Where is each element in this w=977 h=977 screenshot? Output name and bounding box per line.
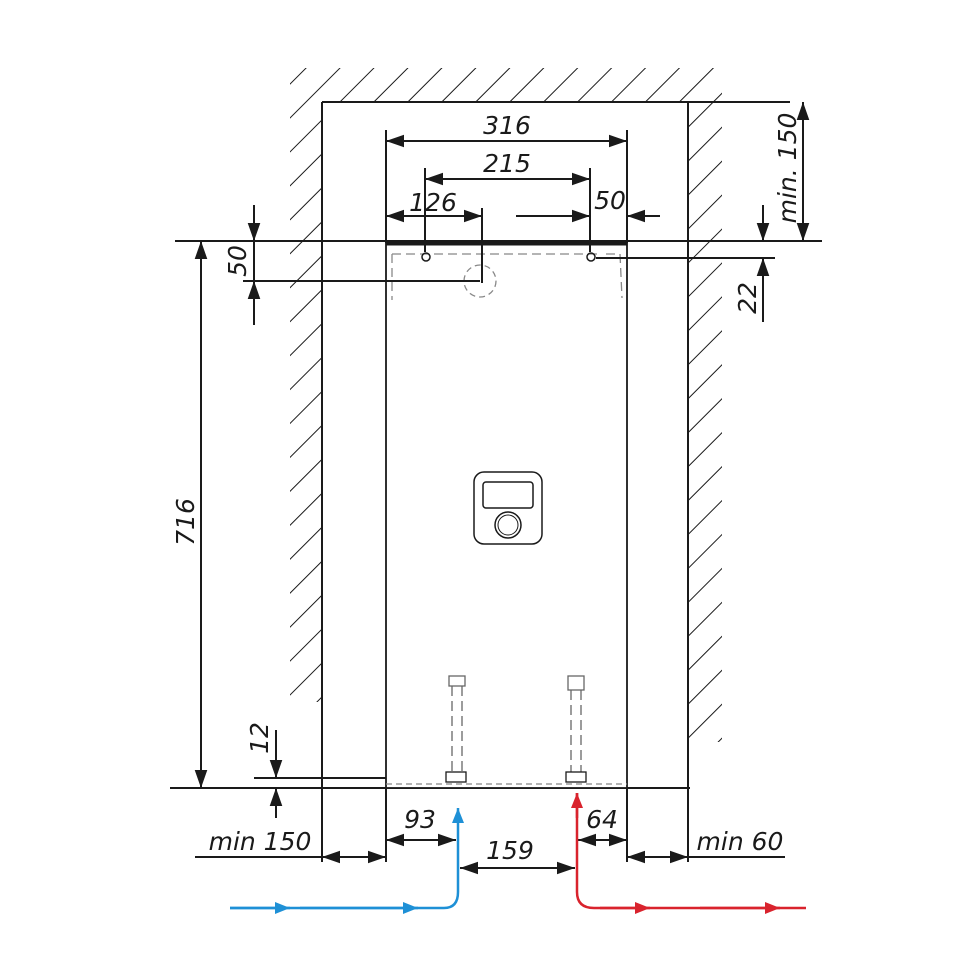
cable-entry bbox=[463, 264, 497, 298]
cold-water-pipe bbox=[230, 808, 464, 914]
dimension-lines bbox=[194, 102, 810, 875]
label-top-offset-left: 50 bbox=[223, 245, 252, 277]
mount-hole-right bbox=[586, 252, 596, 262]
label-min-top: min. 150 bbox=[773, 113, 802, 224]
label-offset-left-mount: 126 bbox=[409, 188, 457, 217]
label-min-right: min 60 bbox=[697, 827, 784, 856]
dimension-labels: 316 215 126 50 min. 150 50 22 716 12 93 … bbox=[171, 111, 802, 865]
label-cold-inlet-offset: 93 bbox=[404, 805, 436, 834]
control-knob bbox=[494, 511, 522, 539]
hot-water-connector bbox=[565, 675, 587, 783]
label-inlet-spacing: 159 bbox=[486, 836, 534, 865]
label-bottom-offset: 12 bbox=[245, 722, 274, 754]
label-width-mount: 215 bbox=[483, 149, 531, 178]
display-screen bbox=[482, 481, 534, 509]
appliance-body bbox=[385, 240, 628, 789]
niche-outline bbox=[321, 101, 790, 862]
label-width-overall: 316 bbox=[483, 111, 531, 140]
label-offset-right-mount: 50 bbox=[594, 186, 626, 215]
label-height: 716 bbox=[171, 498, 200, 546]
hot-water-pipe bbox=[571, 793, 806, 914]
cold-water-connector bbox=[445, 675, 467, 783]
wall-hatching bbox=[290, 68, 722, 742]
mount-hole-left bbox=[421, 252, 431, 262]
label-hot-outlet-offset: 64 bbox=[586, 805, 618, 834]
label-min-left: min 150 bbox=[209, 827, 312, 856]
label-top-offset-right: 22 bbox=[733, 282, 762, 314]
